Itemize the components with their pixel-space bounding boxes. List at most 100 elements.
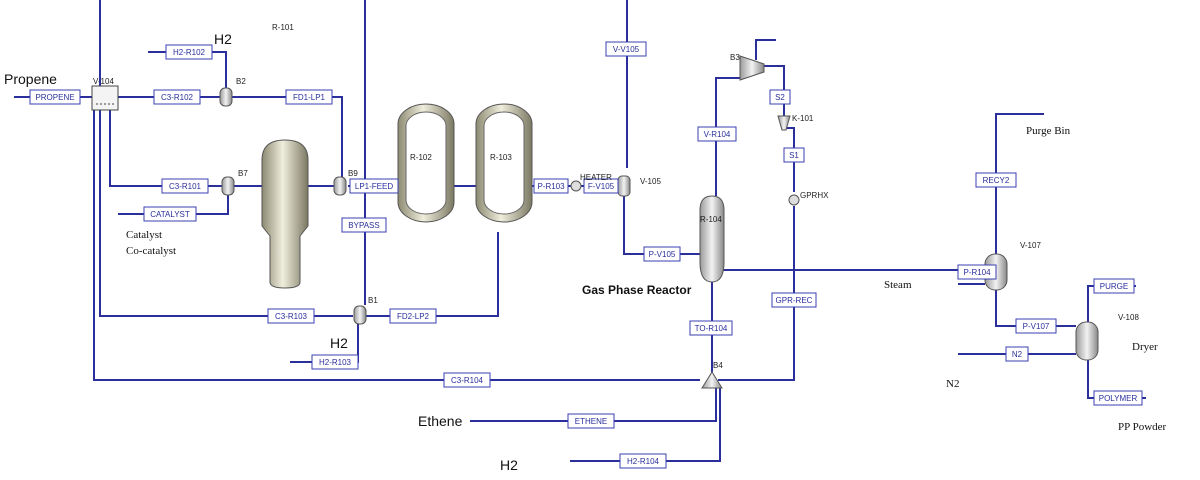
stream-box-lp1-feed[interactable]: LP1-FEED (349, 178, 399, 194)
stream-label-h2-r103: H2-R103 (319, 358, 352, 367)
stream-label-v-r104: V-R104 (704, 130, 731, 139)
stream-box-to-r104[interactable]: TO-R104 (689, 320, 733, 336)
stream-line-v-r104[interactable] (715, 77, 740, 196)
block-label-heater: HEATER (580, 173, 612, 182)
stream-label-recy2: RECY2 (983, 176, 1010, 185)
stream-line-c3-r101[interactable] (109, 110, 222, 187)
stream-labels: PROPENE H2-R102 C3-R102 FD1-LP1 C3-R101 … (29, 41, 1143, 469)
label-n2: N2 (946, 378, 959, 390)
mixer-b2[interactable] (219, 87, 233, 107)
block-label-b4: B4 (713, 361, 723, 370)
heat-exchanger-gprhx[interactable] (788, 194, 800, 206)
stream-line-ethene[interactable] (470, 388, 717, 422)
vessel-r-104[interactable] (699, 195, 725, 283)
stream-box-c3-r103[interactable]: C3-R103 (267, 308, 315, 324)
stream-box-h2-r104[interactable]: H2-R104 (619, 453, 667, 469)
stream-label-ethene: ETHENE (575, 417, 607, 426)
mixer-b1[interactable] (353, 305, 367, 325)
block-label-v-105: V-105 (640, 177, 661, 186)
stream-box-p-v105[interactable]: P-V105 (643, 246, 681, 262)
vessel-v-108[interactable] (1075, 321, 1099, 361)
label-catalyst: Catalyst (126, 229, 162, 241)
label-propene: Propene (4, 71, 57, 87)
stream-box-v-r104[interactable]: V-R104 (697, 126, 737, 142)
compressor-k-101[interactable] (777, 115, 791, 131)
block-label-r-102: R-102 (410, 153, 432, 162)
stream-line-fd2-lp2[interactable] (366, 232, 499, 317)
stream-line-c3-r104[interactable] (93, 110, 700, 381)
block-label-b3: B3 (730, 53, 740, 62)
block-label-b7: B7 (238, 169, 248, 178)
stream-box-p-r103[interactable]: P-R103 (533, 178, 569, 194)
block-label-v-107: V-107 (1020, 241, 1041, 250)
stream-box-bypass[interactable]: BYPASS (341, 217, 387, 233)
stream-box-purge[interactable]: PURGE (1093, 278, 1135, 294)
stream-box-h2-r102[interactable]: H2-R102 (165, 44, 213, 60)
block-label-k-101: K-101 (792, 114, 814, 123)
stream-line-s1[interactable] (784, 127, 795, 192)
block-label-gprhx: GPRHX (800, 191, 829, 200)
block-label-b9: B9 (348, 169, 358, 178)
stream-box-fd2-lp2[interactable]: FD2-LP2 (389, 308, 437, 324)
stream-label-lp1-feed: LP1-FEED (355, 182, 393, 191)
stream-label-gpr-rec: GPR-REC (776, 296, 813, 305)
stream-line-b3-top[interactable] (755, 39, 776, 60)
block-labels: R-101 R-102 R-103 R-104 V-104 V-105 V-10… (93, 23, 1139, 370)
stream-line-fd1-lp1[interactable] (232, 96, 343, 180)
vessel-r-101[interactable] (261, 139, 309, 289)
stream-label-c3-r103: C3-R103 (275, 312, 308, 321)
equipment (91, 55, 1099, 389)
stream-label-purge: PURGE (1100, 282, 1128, 291)
mixer-b9[interactable] (333, 176, 347, 196)
mixer-b4[interactable] (701, 371, 723, 389)
mixer-b7[interactable] (221, 176, 235, 196)
stream-box-p-v107[interactable]: P-V107 (1015, 318, 1057, 334)
stream-line-p-v105[interactable] (623, 194, 713, 255)
label-h2-top: H2 (214, 31, 232, 47)
stream-label-n2: N2 (1012, 350, 1023, 359)
block-label-r-103: R-103 (490, 153, 512, 162)
label-dryer: Dryer (1132, 341, 1158, 353)
stream-line-gpr-rec[interactable] (718, 206, 795, 381)
stream-box-recy2[interactable]: RECY2 (975, 172, 1017, 188)
stream-label-c3-r102: C3-R102 (161, 93, 194, 102)
label-pp-powder: PP Powder (1118, 421, 1167, 433)
stream-label-f-v105: F-V105 (588, 182, 615, 191)
stream-label-propene: PROPENE (35, 93, 74, 102)
stream-box-s2[interactable]: S2 (769, 89, 791, 105)
block-label-b1: B1 (368, 296, 378, 305)
stream-box-n2[interactable]: N2 (1005, 346, 1029, 362)
stream-label-fd2-lp2: FD2-LP2 (397, 312, 430, 321)
vessel-r-103[interactable] (475, 103, 533, 223)
stream-box-propene[interactable]: PROPENE (29, 89, 81, 105)
stream-box-c3-r102[interactable]: C3-R102 (153, 89, 201, 105)
label-cocatalyst: Co-catalyst (126, 245, 176, 257)
stream-box-ethene[interactable]: ETHENE (567, 413, 615, 429)
stream-line-recy2[interactable] (995, 113, 1044, 256)
label-ethene: Ethene (418, 413, 463, 429)
stream-label-v-v105: V-V105 (613, 45, 640, 54)
heater[interactable] (570, 180, 582, 192)
label-gas-phase-reactor: Gas Phase Reactor (582, 283, 692, 297)
stream-label-fd1-lp1: FD1-LP1 (293, 93, 326, 102)
stream-box-c3-r104[interactable]: C3-R104 (443, 372, 491, 388)
mixer-v-104[interactable] (91, 85, 119, 111)
compressor-b3[interactable] (739, 55, 765, 81)
stream-label-c3-r101: C3-R101 (169, 182, 202, 191)
stream-label-s1: S1 (789, 151, 799, 160)
stream-box-v-v105[interactable]: V-V105 (605, 41, 647, 57)
flash-v-105[interactable] (617, 175, 631, 197)
vessel-r-102[interactable] (397, 103, 455, 223)
stream-box-catalyst[interactable]: CATALYST (143, 206, 197, 222)
stream-box-c3-r101[interactable]: C3-R101 (161, 178, 209, 194)
stream-box-polymer[interactable]: POLYMER (1093, 390, 1143, 406)
label-purge-bin: Purge Bin (1026, 125, 1071, 137)
stream-box-fd1-lp1[interactable]: FD1-LP1 (285, 89, 333, 105)
stream-box-s1[interactable]: S1 (783, 147, 805, 163)
stream-label-catalyst: CATALYST (150, 210, 190, 219)
stream-box-gpr-rec[interactable]: GPR-REC (771, 292, 817, 308)
stream-box-h2-r103[interactable]: H2-R103 (311, 354, 359, 370)
stream-box-f-v105[interactable]: F-V105 (583, 178, 619, 194)
stream-box-p-r104[interactable]: P-R104 (957, 264, 997, 280)
